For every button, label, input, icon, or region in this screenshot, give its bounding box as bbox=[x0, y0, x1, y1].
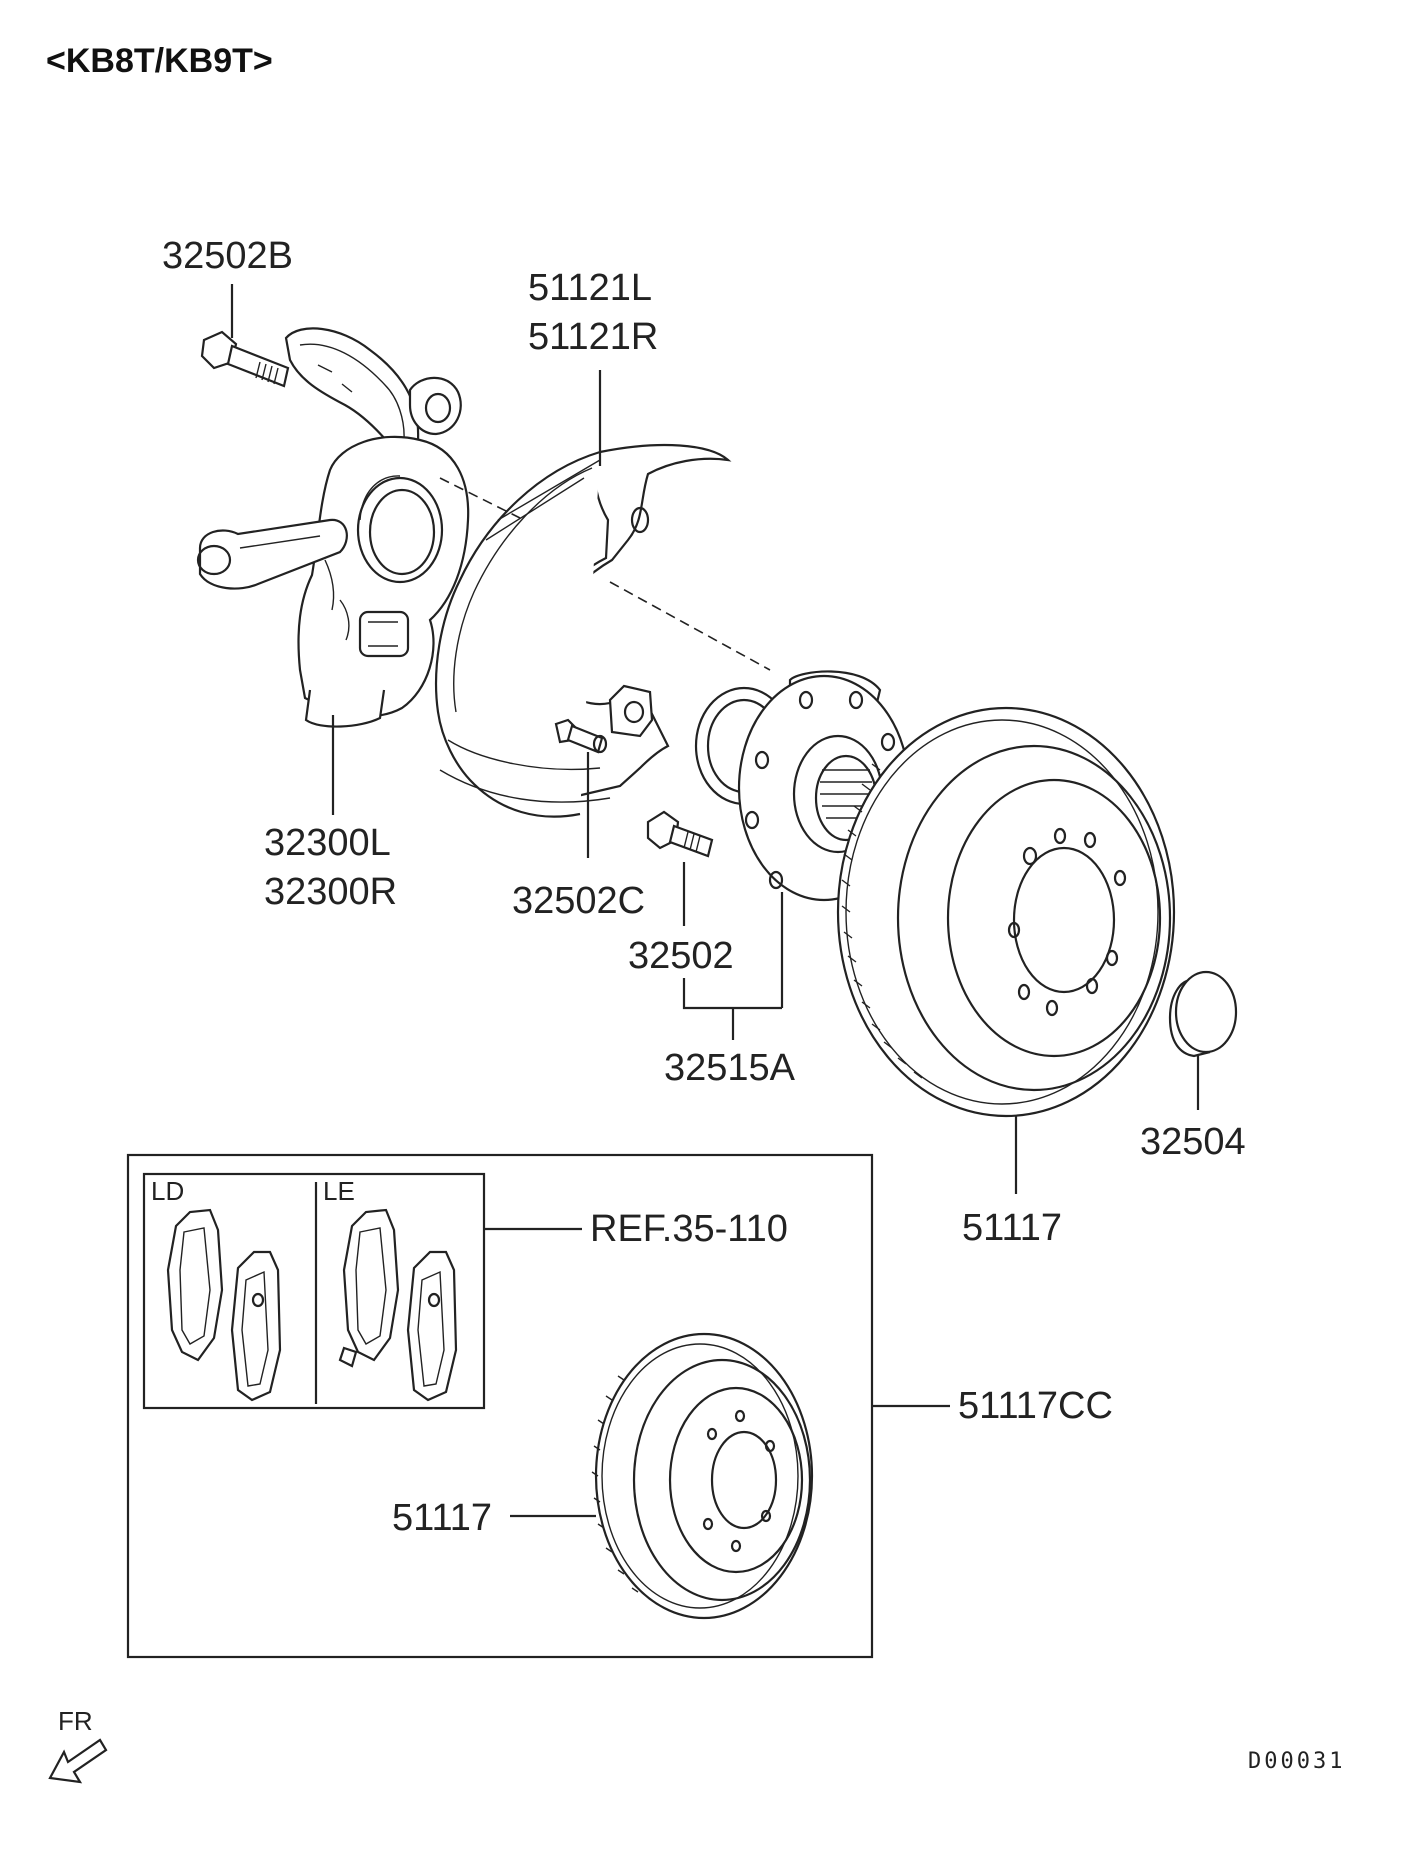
label-51117CC[interactable]: 51117CC bbox=[958, 1385, 1113, 1427]
label-pad-ld[interactable]: LD bbox=[151, 1176, 184, 1206]
leader-bracket-32515A bbox=[682, 978, 782, 1010]
direction-label: FR bbox=[58, 1706, 93, 1736]
label-51121L[interactable]: 51121L bbox=[528, 267, 652, 309]
label-ref[interactable]: REF.35-110 bbox=[590, 1208, 788, 1250]
label-32300L[interactable]: 32300L bbox=[264, 822, 391, 864]
brake-pad-le-2[interactable] bbox=[406, 1250, 458, 1402]
label-51121R[interactable]: 51121R bbox=[528, 316, 658, 358]
brake-pad-le-1[interactable] bbox=[338, 1208, 400, 1368]
hub-cap[interactable] bbox=[1168, 970, 1238, 1058]
label-32300R[interactable]: 32300R bbox=[264, 871, 397, 913]
steering-knuckle[interactable] bbox=[196, 327, 470, 728]
hub-bolt[interactable] bbox=[646, 810, 714, 858]
front-arrow-icon bbox=[48, 1738, 108, 1784]
diagram-title: <KB8T/KB9T> bbox=[46, 42, 273, 80]
dust-shield[interactable] bbox=[434, 443, 732, 818]
label-32504[interactable]: 32504 bbox=[1140, 1121, 1246, 1163]
shield-bolt[interactable] bbox=[554, 718, 608, 754]
axis-line-2 bbox=[609, 581, 771, 671]
label-32502[interactable]: 32502 bbox=[628, 935, 734, 977]
brake-disc[interactable] bbox=[836, 706, 1176, 1118]
drawing-code: D00031 bbox=[1248, 1749, 1345, 1774]
label-32515A[interactable]: 32515A bbox=[664, 1047, 796, 1089]
knuckle-bolt[interactable] bbox=[200, 330, 290, 388]
label-pad-le[interactable]: LE bbox=[323, 1176, 355, 1206]
label-32502B[interactable]: 32502B bbox=[162, 235, 293, 277]
pad-box bbox=[142, 1172, 486, 1410]
kit-brake-disc[interactable] bbox=[591, 1332, 814, 1620]
label-kit-51117[interactable]: 51117 bbox=[392, 1497, 492, 1539]
label-32502C[interactable]: 32502C bbox=[512, 880, 645, 922]
label-51117[interactable]: 51117 bbox=[962, 1207, 1062, 1249]
brake-pad-ld-2[interactable] bbox=[230, 1250, 282, 1402]
brake-pad-ld-1[interactable] bbox=[166, 1208, 224, 1362]
